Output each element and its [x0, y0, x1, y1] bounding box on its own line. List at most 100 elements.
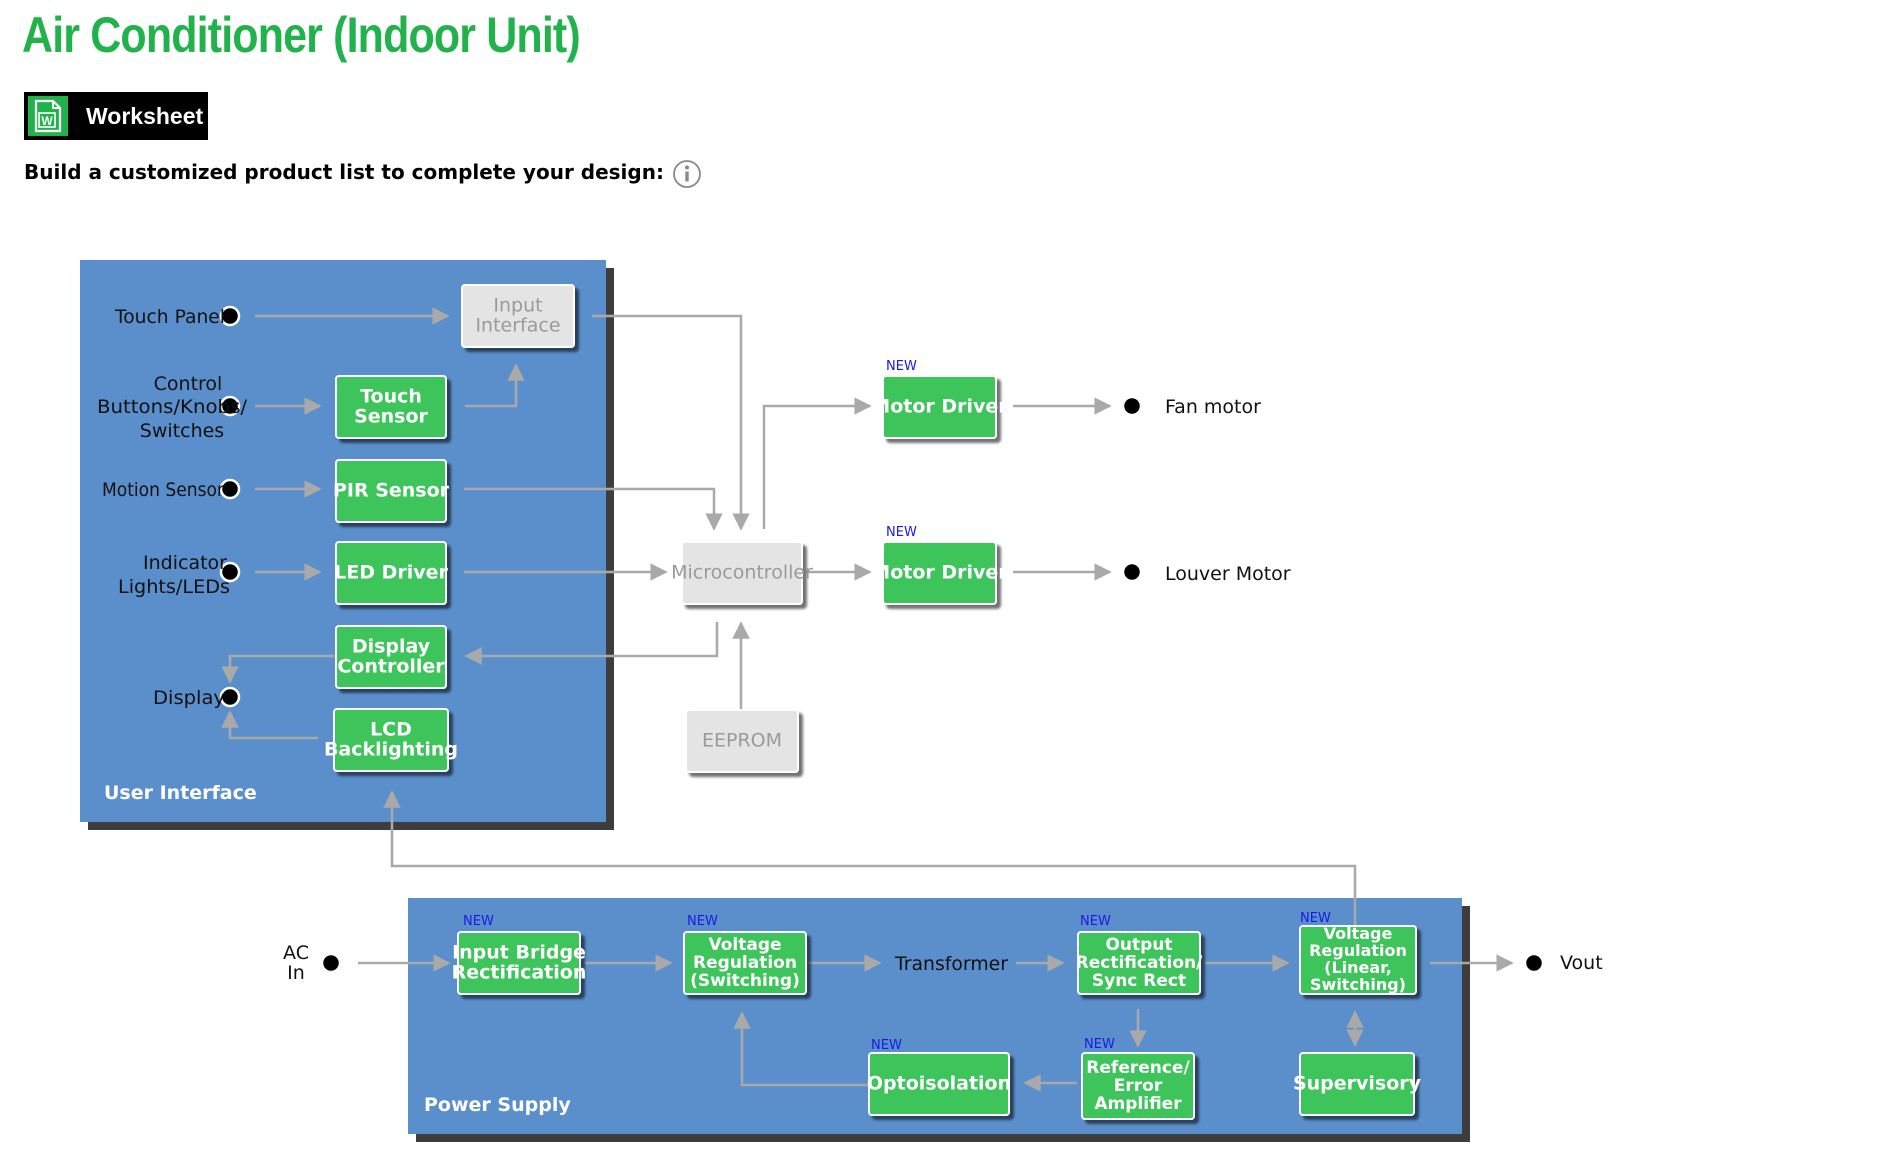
supervisory-block-box[interactable] [1299, 1052, 1415, 1116]
io-labels: Touch Panel Control Buttons/Knobs/ Switc… [97, 306, 1603, 984]
conn-mcu-disp [464, 622, 719, 665]
label-touch-panel: Touch Panel [114, 306, 225, 328]
new-badge-opto: NEW [871, 1038, 902, 1053]
display-controller-block-box[interactable] [335, 625, 447, 689]
label-control-line3: Switches [140, 420, 224, 442]
worksheet-button[interactable]: W Worksheet [24, 92, 208, 140]
motor-driver-louver-block[interactable]: Motor Driver [871, 541, 1008, 605]
eeprom-block-label: EEPROM [702, 730, 782, 752]
terminal-ac-in [320, 952, 342, 974]
touch-sensor-block-box[interactable] [335, 375, 447, 439]
eeprom-block[interactable]: EEPROM [685, 709, 799, 773]
microcontroller-block-label: Microcontroller [671, 562, 813, 584]
conn-mcu-fan [762, 397, 872, 529]
label-display: Display [153, 687, 225, 709]
lcd-backlighting-block-label: Backlighting [324, 739, 458, 761]
terminal-indicator-lights [219, 561, 241, 583]
pir-sensor-block[interactable]: PIR Sensor [333, 459, 450, 523]
label-indicator-line1: Indicator [143, 552, 227, 574]
led-driver-block-label: LED Driver [334, 562, 448, 584]
reference-error-amplifier-block-label: Error [1114, 1076, 1163, 1096]
optoisolation-block-box[interactable] [868, 1052, 1010, 1116]
conn-input-if-mcu [592, 314, 750, 531]
input-bridge-block-box[interactable] [457, 931, 581, 995]
output-rectification-block-label: Rectification/ [1076, 953, 1204, 973]
power-supply-label: Power Supply [424, 1094, 571, 1116]
user-interface-label: User Interface [104, 782, 257, 804]
group-panels: User Interface Power Supply [80, 260, 1470, 1142]
microcontroller-block[interactable]: Microcontroller [671, 541, 813, 605]
led-driver-block[interactable]: LED Driver [334, 541, 449, 605]
label-louver-motor: Louver Motor [1165, 563, 1291, 585]
supervisory-block[interactable]: Supervisory [1293, 1052, 1422, 1116]
voltage-regulation-switching-block-label: Regulation [693, 953, 797, 973]
terminal-vout [1523, 952, 1545, 974]
output-rectification-block-label: Output [1105, 935, 1172, 955]
new-badge-voltage-lin: NEW [1300, 911, 1331, 926]
pir-sensor-block-box[interactable] [335, 459, 447, 523]
output-rectification-block-box[interactable] [1077, 931, 1201, 995]
instruction-text: Build a customized product list to compl… [24, 160, 664, 184]
input-bridge-block-label: Rectification [452, 962, 587, 984]
input-interface-block-box[interactable] [461, 284, 575, 348]
display-controller-block-label: Display [352, 636, 431, 658]
voltage-regulation-linear-block-box[interactable] [1299, 925, 1417, 995]
worksheet-label: Worksheet [86, 102, 204, 129]
label-ac-in-line2: In [287, 962, 305, 984]
reference-error-amplifier-block-box[interactable] [1081, 1052, 1195, 1120]
conn-opto-vreg [733, 1011, 868, 1087]
microcontroller-block-box[interactable] [681, 541, 803, 605]
voltage-regulation-linear-block-label: Voltage [1324, 924, 1393, 943]
terminal-motion-sensor [219, 478, 241, 500]
input-interface-block-label: Input [493, 295, 542, 317]
optoisolation-block[interactable]: Optoisolation [867, 1052, 1011, 1116]
conn-disp-display [221, 654, 334, 684]
motor-driver-fan-block-box[interactable] [882, 375, 997, 439]
touch-sensor-block-label: Sensor [354, 406, 428, 428]
input-bridge-block-label: Input Bridge [452, 942, 586, 964]
label-control-line1: Control [154, 373, 223, 395]
pir-sensor-block-label: PIR Sensor [333, 480, 450, 502]
label-fan-motor: Fan motor [1165, 396, 1261, 418]
info-icon[interactable] [672, 159, 702, 189]
label-transformer: Transformer [894, 953, 1008, 975]
new-badges: NEW NEW NEW NEW NEW NEW NEW NEW [463, 359, 1331, 1053]
motor-driver-fan-block-label: Motor Driver [871, 396, 1008, 418]
connections [221, 307, 1514, 1092]
conn-supply-lcd [383, 790, 1357, 926]
conn-touch-input [465, 363, 525, 408]
reference-error-amplifier-block-label: Amplifier [1094, 1094, 1182, 1114]
label-indicator-line2: Lights/LEDs [118, 576, 230, 598]
new-badge-input-bridge: NEW [463, 914, 494, 929]
label-vout: Vout [1560, 952, 1603, 974]
eeprom-block-box[interactable] [685, 709, 799, 773]
voltage-regulation-switching-block-label: Voltage [708, 935, 781, 955]
new-badge-reference: NEW [1084, 1037, 1115, 1052]
conn-pir-mcu [464, 487, 723, 531]
motor-driver-fan-block[interactable]: Motor Driver [871, 375, 1008, 439]
touch-sensor-block-label: Touch [360, 386, 422, 408]
display-controller-block-label: Controller [337, 656, 445, 678]
new-badge-motor-fan: NEW [886, 359, 917, 374]
terminal-touch-panel [219, 305, 241, 327]
word-document-icon: W [28, 96, 68, 136]
led-driver-block-box[interactable] [335, 541, 447, 605]
svg-text:W: W [41, 114, 53, 128]
lcd-backlighting-block-box[interactable] [333, 708, 449, 772]
supervisory-block-label: Supervisory [1293, 1073, 1422, 1095]
reference-error-amplifier-block-label: Reference/ [1086, 1058, 1190, 1078]
motor-driver-louver-block-box[interactable] [882, 541, 997, 605]
voltage-regulation-switching-block-box[interactable] [683, 931, 807, 995]
conn-lcd-display [221, 710, 318, 740]
